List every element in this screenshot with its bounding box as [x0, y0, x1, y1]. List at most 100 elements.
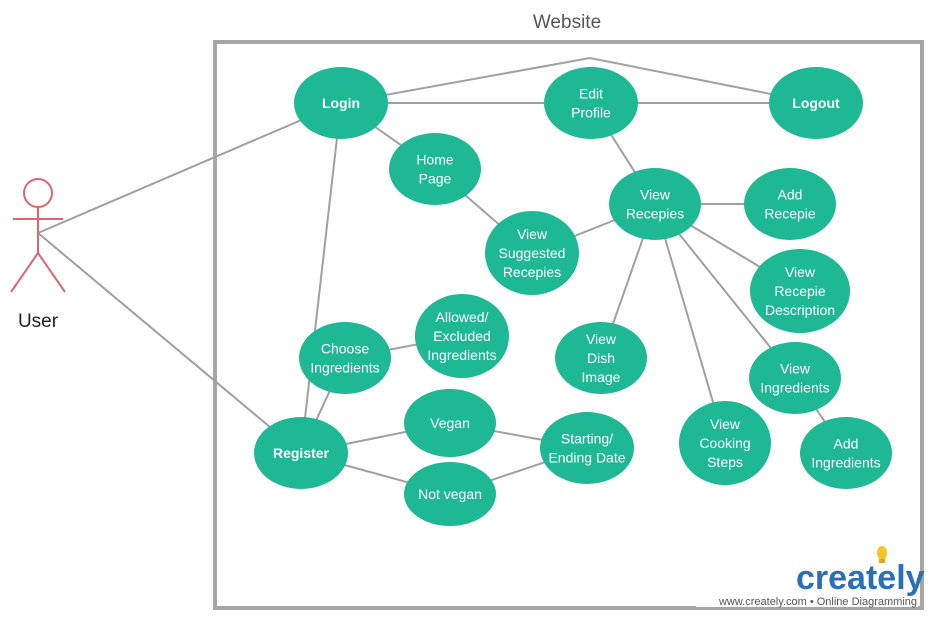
- connector-login-to-register: [300, 102, 342, 454]
- use-case-label-line: Ingredients: [427, 347, 496, 363]
- use-case-not-vegan[interactable]: Not vegan: [404, 462, 496, 526]
- use-case-label-line: Description: [765, 302, 835, 318]
- actor-user[interactable]: User: [10, 178, 66, 332]
- use-case-ellipse: [404, 462, 496, 526]
- actor-head: [23, 178, 53, 208]
- system-title: Website: [533, 12, 601, 33]
- use-case-label-line: Choose: [321, 341, 369, 357]
- use-case-label-line: Recepie: [764, 206, 816, 222]
- use-case-label-line: Recepies: [626, 206, 684, 222]
- use-case-ellipse: [485, 211, 579, 295]
- use-case-ellipse: [750, 249, 850, 333]
- use-case-vegan[interactable]: Vegan: [404, 389, 496, 457]
- use-case-ellipse: [299, 322, 391, 394]
- creately-tagline: www.creately.com • Online Diagramming: [718, 596, 917, 608]
- use-case-ellipse: [555, 322, 647, 394]
- use-case-ellipse: [294, 67, 388, 139]
- use-case-label-line: Page: [419, 171, 452, 187]
- connector-login-to-logout: [340, 56, 817, 104]
- use-case-label-line: Suggested: [499, 245, 566, 261]
- use-case-login[interactable]: Login: [294, 67, 388, 139]
- use-case-label: Register: [273, 445, 330, 461]
- lightbulb-icon: [877, 546, 887, 563]
- use-case-label-line: Image: [582, 369, 621, 385]
- use-case-label-line: Ending Date: [548, 450, 625, 466]
- use-case-label-line: Dish: [587, 350, 615, 366]
- use-case-ellipse: [254, 417, 348, 489]
- use-case-label: Not vegan: [418, 486, 482, 502]
- use-case-ellipse: [544, 67, 638, 139]
- use-case-ellipse: [800, 417, 892, 489]
- use-case-label-line: Excluded: [433, 328, 491, 344]
- use-case-label-line: Cooking: [699, 435, 750, 451]
- connector-actor-to-login: [37, 102, 342, 234]
- system-boundary: [213, 40, 924, 610]
- creately-logo: creately: [796, 559, 925, 597]
- use-case-logout[interactable]: Logout: [769, 67, 863, 139]
- use-case-label-line: Add: [834, 436, 859, 452]
- use-case-label-line: Not vegan: [418, 486, 482, 502]
- use-case-register[interactable]: Register: [254, 417, 348, 489]
- use-case-label-line: View: [640, 187, 671, 203]
- use-case-label-line: Ingredients: [760, 380, 829, 396]
- use-case-ellipse: [540, 412, 634, 484]
- use-case-label-line: Home: [416, 152, 454, 168]
- use-case-label-line: Profile: [571, 105, 611, 121]
- use-case-label-line: View: [517, 226, 548, 242]
- use-case-label-line: Steps: [707, 454, 743, 470]
- use-case-label-line: Starting/: [561, 431, 613, 447]
- use-case-label: Logout: [792, 95, 840, 111]
- use-case-label-line: Vegan: [430, 415, 470, 431]
- use-case-ellipse: [744, 168, 836, 240]
- use-case-starting-ending[interactable]: Starting/Ending Date: [540, 412, 634, 484]
- use-case-label-line: Allowed/: [436, 309, 489, 325]
- use-case-label-line: Recepies: [503, 264, 561, 280]
- use-case-label-line: View: [785, 264, 816, 280]
- actor-label: User: [18, 311, 59, 332]
- use-case-ellipse: [769, 67, 863, 139]
- connector-actor-to-register: [37, 232, 302, 454]
- use-case-label-line: Edit: [579, 86, 603, 102]
- use-case-ellipse: [749, 342, 841, 414]
- use-case-label-line: Logout: [792, 95, 840, 111]
- use-case-label-line: Add: [778, 187, 803, 203]
- branding-background: [696, 590, 918, 607]
- use-case-ellipse: [679, 401, 771, 485]
- use-case-label-line: Recepie: [774, 283, 826, 299]
- actor-left-leg: [10, 252, 39, 293]
- use-case-ellipse: [415, 294, 509, 378]
- use-case-label: Starting/Ending Date: [548, 431, 625, 466]
- use-case-ellipse: [404, 389, 496, 457]
- use-case-label-line: Ingredients: [811, 455, 880, 471]
- use-case-label-line: Register: [273, 445, 330, 461]
- use-case-label-line: Ingredients: [310, 360, 379, 376]
- use-case-label-line: Login: [322, 95, 360, 111]
- use-case-label-line: View: [710, 416, 741, 432]
- use-case-ellipse: [389, 133, 481, 205]
